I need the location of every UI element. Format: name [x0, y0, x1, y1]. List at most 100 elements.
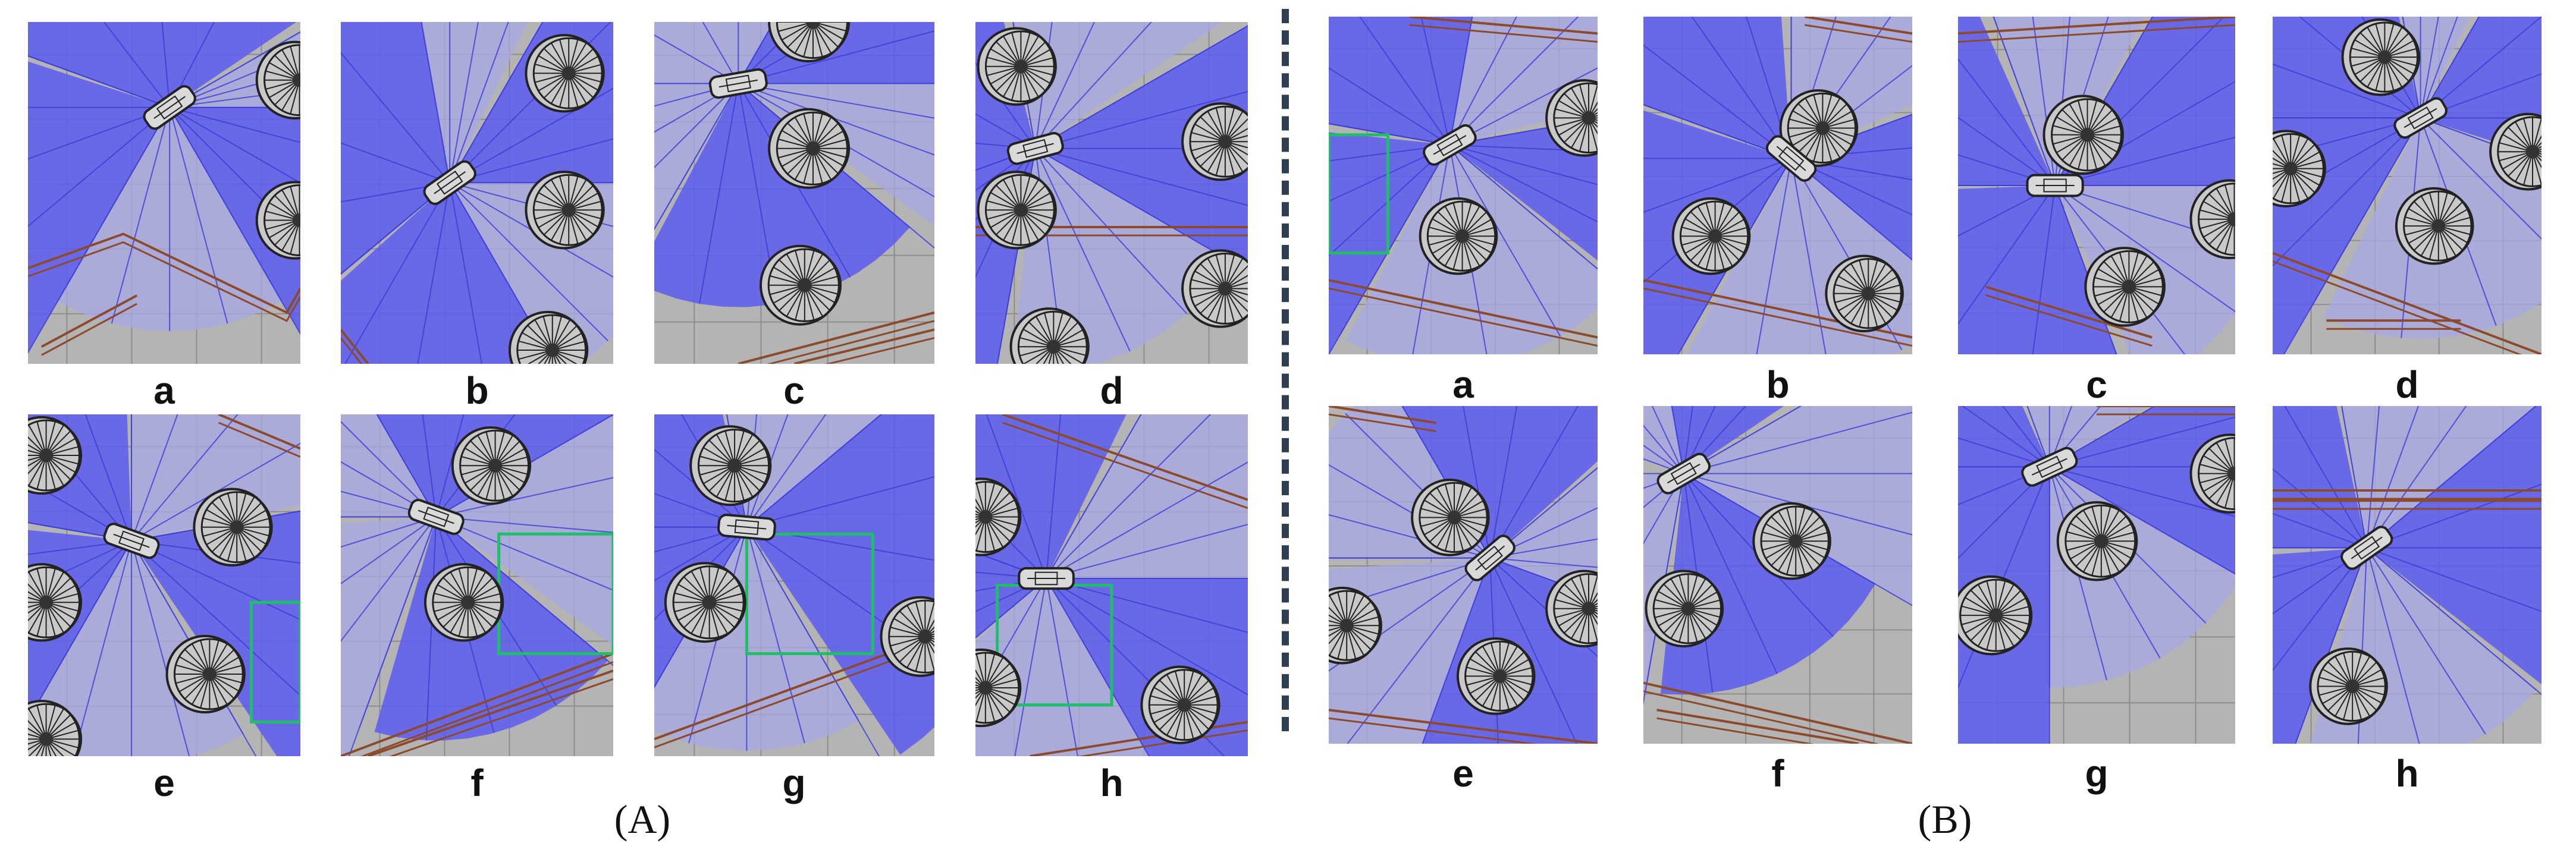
- robot: [407, 499, 465, 535]
- cylinder-obstacle: [975, 477, 1022, 556]
- robot: [708, 68, 768, 99]
- scene-svg: [1329, 17, 1598, 354]
- wall-lines: [1958, 17, 2235, 347]
- cylinder-obstacle: [2189, 179, 2235, 260]
- scene-svg: [2273, 17, 2542, 354]
- cylinder-obstacle: [880, 596, 934, 677]
- cylinder-obstacle: [2084, 247, 2166, 327]
- cylinder-obstacle: [1671, 197, 1751, 275]
- robot: [103, 523, 160, 559]
- cylinder-obstacle: [255, 40, 300, 119]
- target-box: [250, 600, 300, 723]
- cylinder-obstacle: [1456, 637, 1536, 715]
- panel-A-e: [28, 414, 300, 756]
- panel-B-b: [1643, 17, 1912, 354]
- cylinder-obstacle: [2395, 187, 2474, 265]
- cylinder-obstacle: [1009, 307, 1090, 364]
- cylinder-obstacle: [525, 34, 605, 113]
- cylinder-obstacle: [255, 181, 300, 260]
- robot: [2393, 97, 2448, 139]
- cylinder-obstacle: [525, 171, 605, 250]
- wall-lines: [1329, 406, 1598, 744]
- sensor-rays: [341, 414, 613, 756]
- cylinder-obstacle: [423, 563, 504, 642]
- wall-lines: [218, 414, 300, 458]
- cylinder-obstacle: [165, 634, 246, 714]
- panel-label-B-a: a: [1452, 363, 1474, 406]
- wall-lines: [1643, 681, 1912, 744]
- panel-label-B-e: e: [1452, 752, 1474, 795]
- wall-lines: [738, 311, 934, 364]
- wall-lines: [341, 329, 369, 364]
- group-label-A: (A): [614, 797, 671, 842]
- panel-B-d: [2273, 17, 2542, 354]
- panel-label-B-f: f: [1771, 752, 1784, 795]
- panel-B-c: [1958, 17, 2235, 354]
- cylinder-obstacle: [28, 416, 83, 495]
- cylinder-obstacle: [451, 426, 532, 505]
- cylinder-obstacle: [768, 108, 851, 189]
- cylinder-obstacle: [1181, 102, 1248, 181]
- panel-label-A-d: d: [1100, 369, 1124, 412]
- cylinder-obstacle: [2042, 95, 2125, 175]
- cylinder-obstacle: [975, 648, 1022, 728]
- panel-B-h: [2273, 406, 2542, 744]
- panel-A-b: [341, 22, 613, 364]
- scene-svg: [1958, 17, 2235, 354]
- group-divider: [1282, 9, 1289, 731]
- panel-label-B-b: b: [1766, 363, 1790, 406]
- robot: [1423, 124, 1477, 166]
- cylinder-obstacle: [193, 487, 273, 567]
- panel-A-g: [654, 414, 934, 756]
- robot: [423, 160, 476, 205]
- scene-svg: [975, 414, 1248, 756]
- panel-B-f: [1643, 406, 1912, 744]
- scene-svg: [975, 22, 1248, 364]
- scene-svg: [2273, 406, 2542, 744]
- cylinder-obstacle: [664, 562, 746, 643]
- robot: [1765, 135, 1817, 182]
- cylinder-obstacle: [2309, 647, 2388, 725]
- panel-label-A-b: b: [465, 369, 489, 412]
- wall-lines: [2273, 489, 2542, 510]
- panel-label-A-c: c: [783, 369, 805, 412]
- robot: [1018, 567, 1075, 590]
- scene-svg: [341, 414, 613, 756]
- panel-label-B-h: h: [2395, 752, 2419, 795]
- cylinder-obstacle: [2189, 433, 2235, 514]
- scene-svg: [341, 22, 613, 364]
- scene-svg: [1958, 406, 2235, 744]
- target-box: [1329, 133, 1389, 255]
- panel-A-h: [975, 414, 1248, 756]
- cylinder-obstacle: [1825, 254, 1904, 333]
- cylinder-obstacle: [759, 244, 842, 326]
- cylinder-obstacle: [2489, 112, 2542, 191]
- robot: [1656, 452, 1711, 495]
- wall-lines: [341, 652, 613, 756]
- cylinder-obstacle: [1181, 249, 1248, 328]
- scene-svg: [654, 414, 934, 756]
- scene-svg: [654, 22, 934, 364]
- scene-svg: [1643, 406, 1912, 744]
- cylinder-obstacle: [1411, 479, 1490, 556]
- cylinder-obstacle: [2056, 501, 2138, 581]
- cylinder-obstacle: [28, 563, 83, 642]
- panel-B-g: [1958, 406, 2235, 744]
- panel-label-A-e: e: [153, 762, 175, 804]
- cylinder-obstacle: [1545, 570, 1598, 648]
- robot: [2340, 526, 2393, 570]
- panel-A-a: [28, 22, 300, 364]
- cylinder-obstacle: [1958, 575, 2033, 656]
- target-box: [745, 532, 874, 655]
- panel-label-B-g: g: [2085, 752, 2109, 795]
- cylinder-obstacle: [2273, 130, 2326, 207]
- panel-label-A-f: f: [470, 762, 484, 804]
- sensor-rays: [1329, 17, 1598, 354]
- cylinder-obstacle: [1779, 89, 1859, 167]
- wall-lines: [1329, 17, 1598, 347]
- panel-label-A-g: g: [782, 762, 806, 804]
- panel-A-c: [654, 22, 934, 364]
- scene-svg: [28, 22, 300, 364]
- cylinder-obstacle: [977, 27, 1057, 106]
- panel-label-B-d: d: [2395, 363, 2419, 406]
